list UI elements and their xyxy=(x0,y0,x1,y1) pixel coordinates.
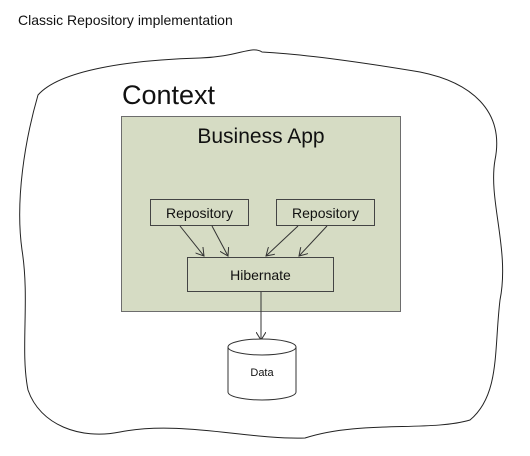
diagram-caption: Classic Repository implementation xyxy=(18,12,233,28)
context-cloud-outline xyxy=(19,49,504,439)
hibernate-box: Hibernate xyxy=(187,257,334,292)
data-cylinder xyxy=(227,338,297,401)
repository-box-right: Repository xyxy=(276,199,375,226)
arrow-repo-left-to-hibernate-1 xyxy=(179,225,204,256)
arrow-repo-right-to-hibernate-2 xyxy=(299,225,328,256)
context-label: Context xyxy=(122,80,216,110)
repository-box-left: Repository xyxy=(150,199,249,226)
arrow-repo-right-to-hibernate-1 xyxy=(266,225,299,256)
data-label: Data xyxy=(250,367,274,379)
business-app-title: Business App xyxy=(197,125,325,148)
arrow-repo-left-to-hibernate-2 xyxy=(211,225,228,256)
